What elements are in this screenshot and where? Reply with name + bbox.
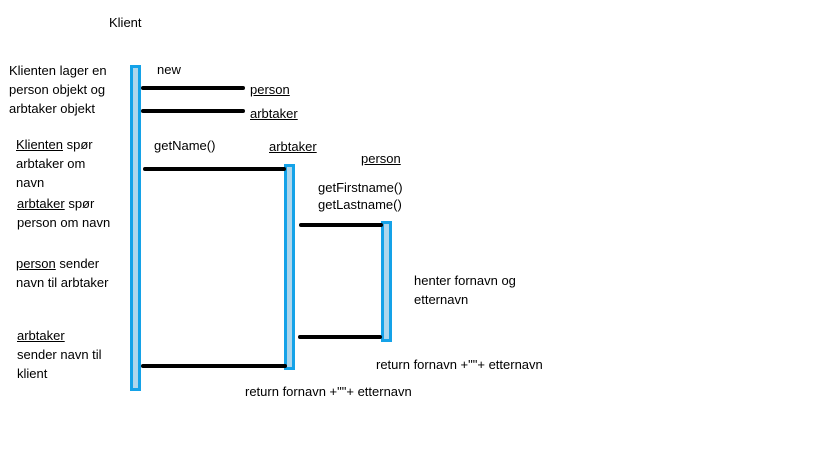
person-lifeline-label: person [361,151,401,166]
note-arbtaker-asks-text: spør person om navn [17,196,111,230]
note-person-sends-subject: person [16,256,56,271]
note-arbtaker-asks-subject: arbtaker [17,196,65,211]
note-person-sends-text: sender navn til arbtaker [16,256,109,290]
client-title: Klient [109,15,142,30]
note-arbtaker-sends: arbtaker sender navn til klient [17,326,107,383]
note-arbtaker-sends-subject: arbtaker [17,328,65,343]
note-arbtaker-sends-text: sender navn til klient [17,347,102,381]
getlastname-label: getLastname() [318,197,402,212]
return-from-arbtaker-arrow [141,364,287,368]
new-label: new [157,62,181,77]
person-activation-bar [381,221,392,342]
getname-label: getName() [154,138,216,153]
new-person-arrow [141,86,245,90]
arbtaker-lifeline-label: arbtaker [269,139,317,154]
note-client-asks: Klienten spør arbtaker om navn [16,135,116,192]
note-client-asks-text: spør arbtaker om navn [16,137,93,190]
getname-arrow [143,167,286,171]
new-arbtaker-arrow [141,109,245,113]
arbtaker-object-label: arbtaker [250,106,298,121]
getfirstname-arrow [299,223,383,227]
note-person-sends: person sender navn til arbtaker [16,254,128,292]
note-arbtaker-asks: arbtaker spør person om navn [17,194,132,232]
return-from-arbtaker-label: return fornavn +""+ etternavn [245,384,412,399]
client-activation-bar [130,65,141,391]
note-client-asks-subject: Klienten [16,137,63,152]
return-from-person-label: return fornavn +""+ etternavn [376,357,543,372]
note-create-objects: Klienten lager en person objekt og arbta… [9,63,107,116]
note-henter: henter fornavn og etternavn [414,273,516,307]
return-from-person-arrow [298,335,382,339]
person-object-label: person [250,82,290,97]
getfirstname-label: getFirstname() [318,180,403,195]
arbtaker-activation-bar [284,164,295,370]
